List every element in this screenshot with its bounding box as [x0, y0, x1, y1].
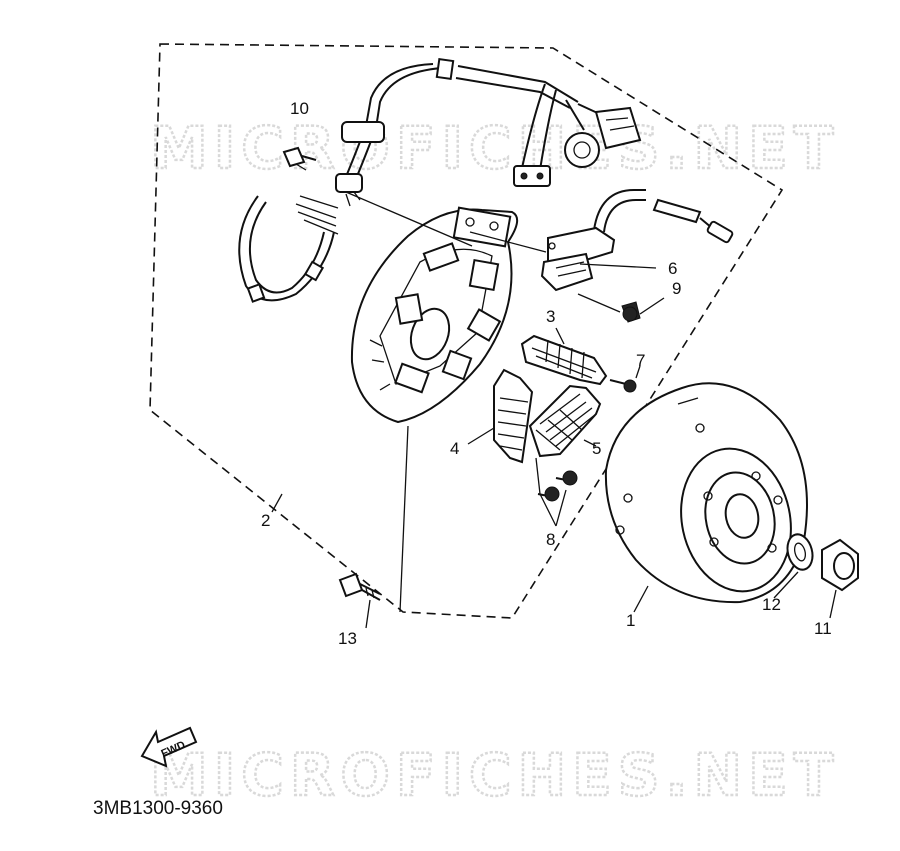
leader-lines [271, 163, 837, 629]
assembly-boundary [149, 43, 784, 619]
screw-9 [621, 301, 641, 323]
coil-5 [528, 384, 602, 458]
stator-plate [350, 206, 519, 424]
callout-5: 5 [592, 439, 601, 458]
callout-1: 1 [626, 611, 635, 630]
callout-4: 4 [450, 439, 459, 458]
screw-7 [609, 379, 637, 393]
bolt-10 [282, 146, 317, 168]
drawing-code: 3MB1300-9360 [93, 798, 223, 819]
bolt-13 [338, 572, 381, 601]
wire-harness [335, 57, 642, 207]
callout-9: 9 [672, 279, 681, 298]
callout-12: 12 [762, 595, 781, 614]
callout-2: 2 [261, 511, 270, 530]
washer-12 [786, 533, 814, 571]
coil-3 [520, 334, 608, 386]
callout-11: 11 [814, 619, 832, 638]
callout-10: 10 [290, 99, 309, 118]
fwd-arrow: FWD [140, 726, 198, 768]
callout-13: 13 [338, 629, 357, 648]
callout-3: 3 [546, 307, 555, 326]
coil-4 [493, 368, 534, 464]
callout-7: 7 [636, 351, 645, 370]
callout-8: 8 [546, 530, 555, 549]
wire-clamp-ring [238, 195, 339, 303]
screw-8 [537, 470, 578, 502]
pickup-coil [540, 189, 734, 292]
callout-6: 6 [668, 259, 677, 278]
nut-11 [821, 538, 859, 592]
watermark-top: MICROFICHES.NET [150, 114, 839, 182]
flywheel-rotor [604, 382, 808, 604]
watermark-bottom: MICROFICHES.NET [150, 741, 839, 809]
